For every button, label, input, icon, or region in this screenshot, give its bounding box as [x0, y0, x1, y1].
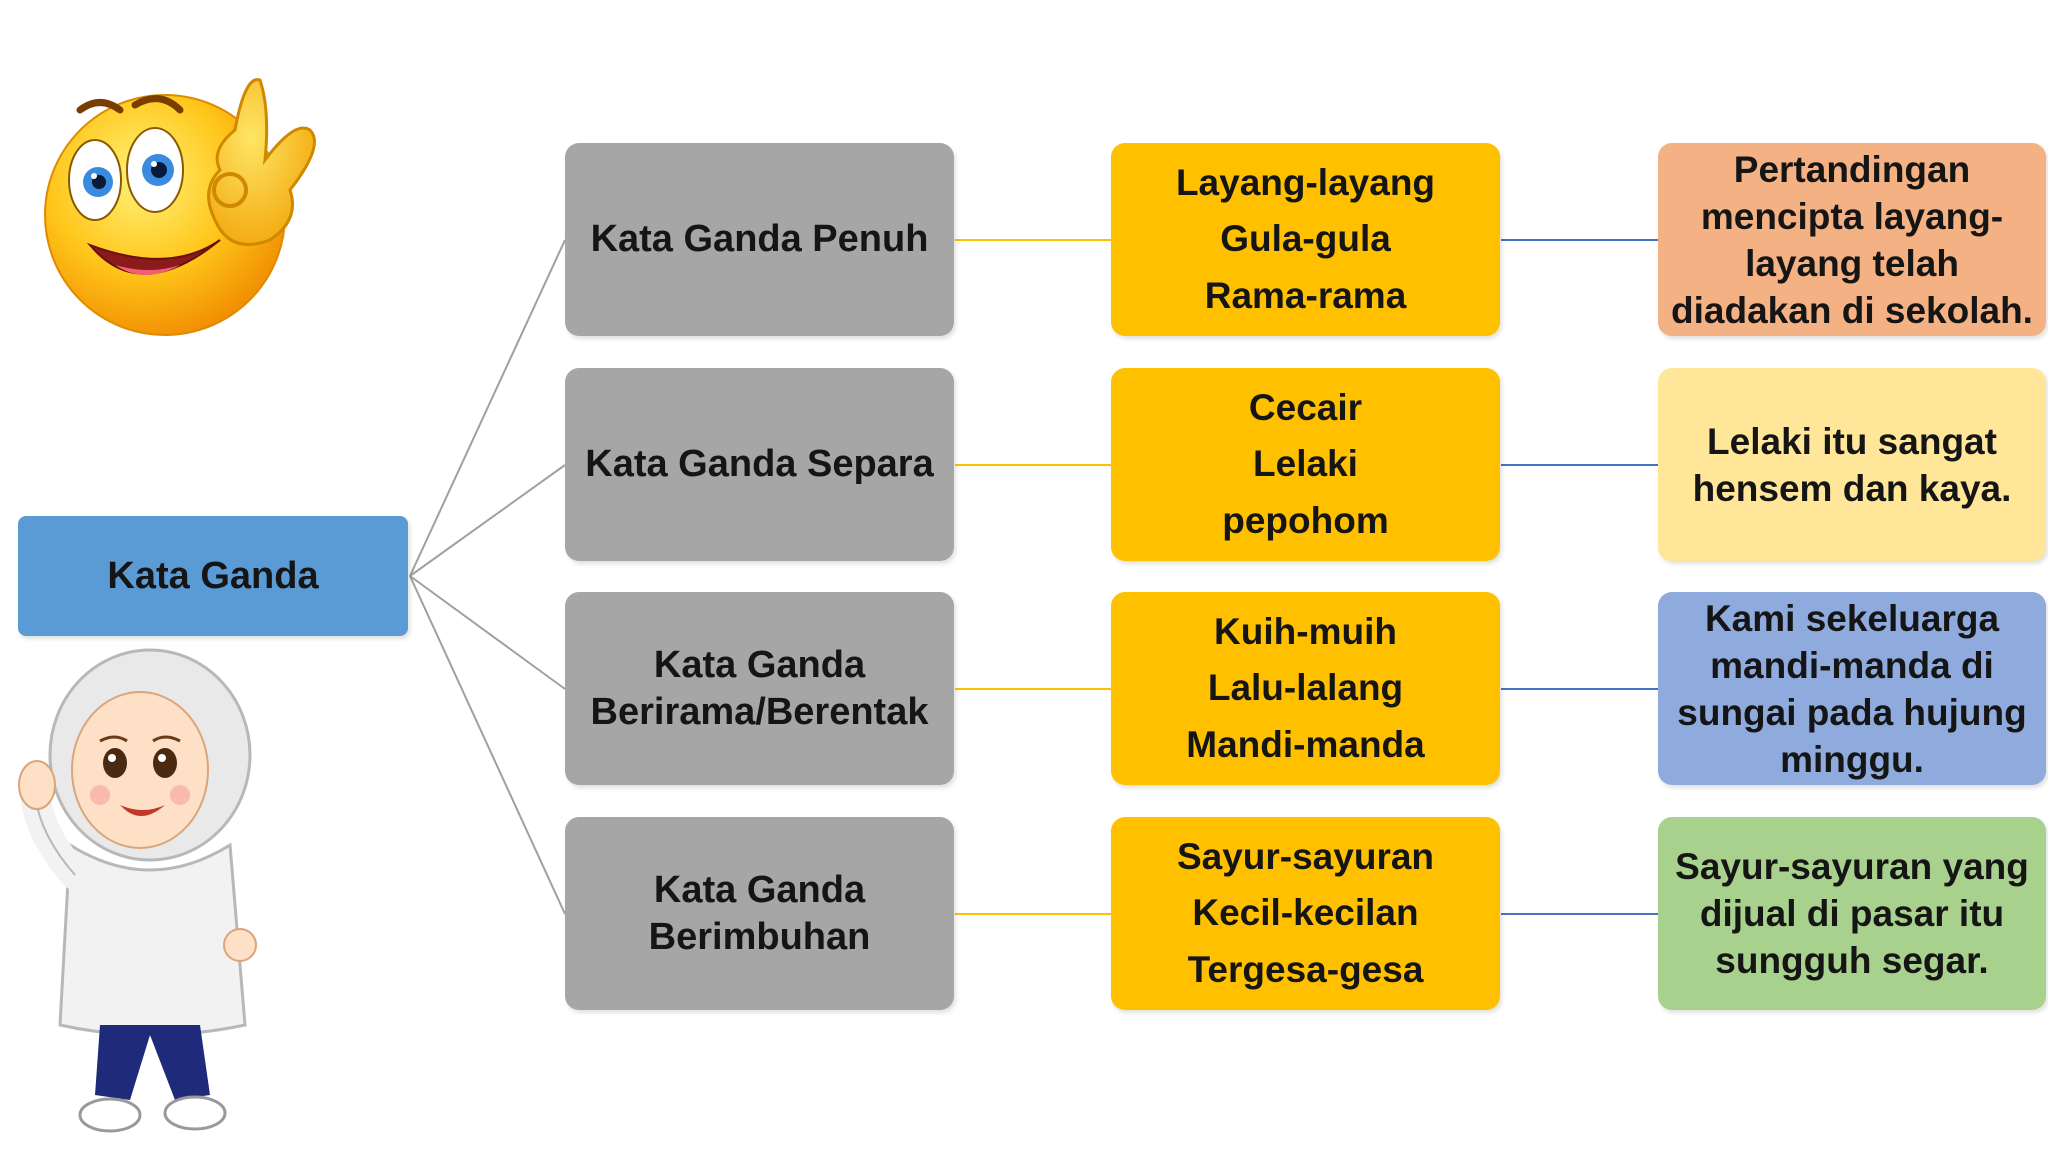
- sentence-text: Sayur-sayuran yang dijual di pasar itu s…: [1675, 846, 2029, 981]
- example-word: Lalu-lalang: [1207, 667, 1404, 709]
- examples-node-1: Layang-layang Gula-gula Rama-rama: [1111, 143, 1500, 336]
- connector-root-row-1: [409, 239, 566, 577]
- sentence-node-4: Sayur-sayuran yang dijual di pasar itu s…: [1658, 817, 2046, 1010]
- root-node-label: Kata Ganda: [107, 554, 319, 597]
- sentence-node-1: Pertandingan mencipta layang-layang tela…: [1658, 143, 2046, 336]
- sentence-text: Pertandingan mencipta layang-layang tela…: [1671, 148, 2033, 331]
- category-node-2: Kata Ganda Separa: [565, 368, 954, 561]
- examples-node-2: Cecair Lelaki pepohom: [1111, 368, 1500, 561]
- category-node-3: Kata Ganda Berirama/Berentak: [565, 592, 954, 785]
- example-word: Layang-layang: [1175, 162, 1436, 204]
- category-label: Kata Ganda Separa: [585, 443, 934, 485]
- winking-ok-emoji-icon: [44, 78, 316, 336]
- example-word: Mandi-manda: [1186, 723, 1425, 765]
- sentence-text: Kami sekeluarga mandi-manda di sungai pa…: [1677, 597, 2027, 780]
- example-word: Gula-gula: [1220, 218, 1391, 260]
- example-word: pepohom: [1222, 499, 1389, 541]
- sentence-node-2: Lelaki itu sangat hensem dan kaya.: [1658, 368, 2046, 561]
- examples-node-4: Sayur-sayuran Kecil-kecilan Tergesa-gesa: [1111, 817, 1500, 1010]
- example-word: Tergesa-gesa: [1187, 948, 1424, 990]
- example-word: Cecair: [1248, 387, 1363, 429]
- hijab-girl-waving-illustration: [18, 648, 257, 1133]
- category-node-4: Kata Ganda Berimbuhan: [565, 817, 954, 1010]
- example-word: Rama-rama: [1204, 274, 1407, 316]
- category-label: Kata Ganda Berirama/Berentak: [590, 643, 929, 733]
- connector-root-row-3: [409, 575, 566, 690]
- example-word: Kecil-kecilan: [1192, 892, 1419, 934]
- example-word: Lelaki: [1253, 443, 1358, 485]
- root-node: Kata Ganda: [18, 516, 408, 636]
- connector-root-row-4: [409, 575, 566, 915]
- example-word: Sayur-sayuran: [1176, 836, 1435, 878]
- example-word: Kuih-muih: [1214, 611, 1397, 653]
- category-label: Kata Ganda Penuh: [590, 218, 929, 260]
- connector-root-row-2: [409, 464, 566, 577]
- examples-node-3: Kuih-muih Lalu-lalang Mandi-manda: [1111, 592, 1500, 785]
- category-node-1: Kata Ganda Penuh: [565, 143, 954, 336]
- category-label: Kata Ganda Berimbuhan: [648, 868, 871, 958]
- sentence-text: Lelaki itu sangat hensem dan kaya.: [1692, 420, 2012, 509]
- sentence-node-3: Kami sekeluarga mandi-manda di sungai pa…: [1658, 592, 2046, 785]
